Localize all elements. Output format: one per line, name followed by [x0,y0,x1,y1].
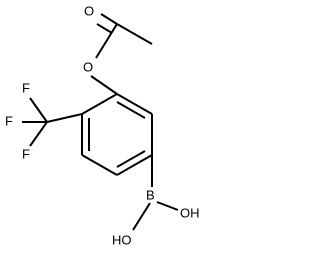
fluorine-left-label: F [5,113,13,128]
hydroxyl-right-label: OH [180,205,200,220]
bond-methyl-carbonyl [116,23,153,45]
fluorine-top-label: F [22,80,30,95]
ring-bond-1 [116,93,153,115]
bond-ring-cf3 [46,113,83,123]
bond-cf3-fluorine-bottom [29,121,48,147]
bond-boron-hydroxyl-right [156,201,179,211]
ester-oxygen-label: O [83,59,93,74]
bond-carbonyl-double-inner [96,23,113,34]
ring-bond-6 [81,93,118,115]
carbonyl-oxygen-label: O [84,3,94,18]
ring-inner-double-2 [116,150,146,168]
bond-boron-hydroxyl-left [132,202,151,231]
bond-carbonyl-double-outer [100,13,118,25]
bond-carbonyl-ester-oxygen [95,23,118,59]
hydroxyl-left-label: HO [112,232,132,247]
ring-bond-4 [81,154,118,176]
ring-inner-double-1 [116,101,146,119]
ring-bond-3 [116,154,153,176]
boron-label: B [146,187,155,202]
bond-cf3-fluorine-top [29,97,48,123]
chemical-structure: O O F F F B OH HO [5,3,200,247]
fluorine-bottom-label: F [22,146,30,161]
bond-ester-oxygen-ring [90,75,118,95]
